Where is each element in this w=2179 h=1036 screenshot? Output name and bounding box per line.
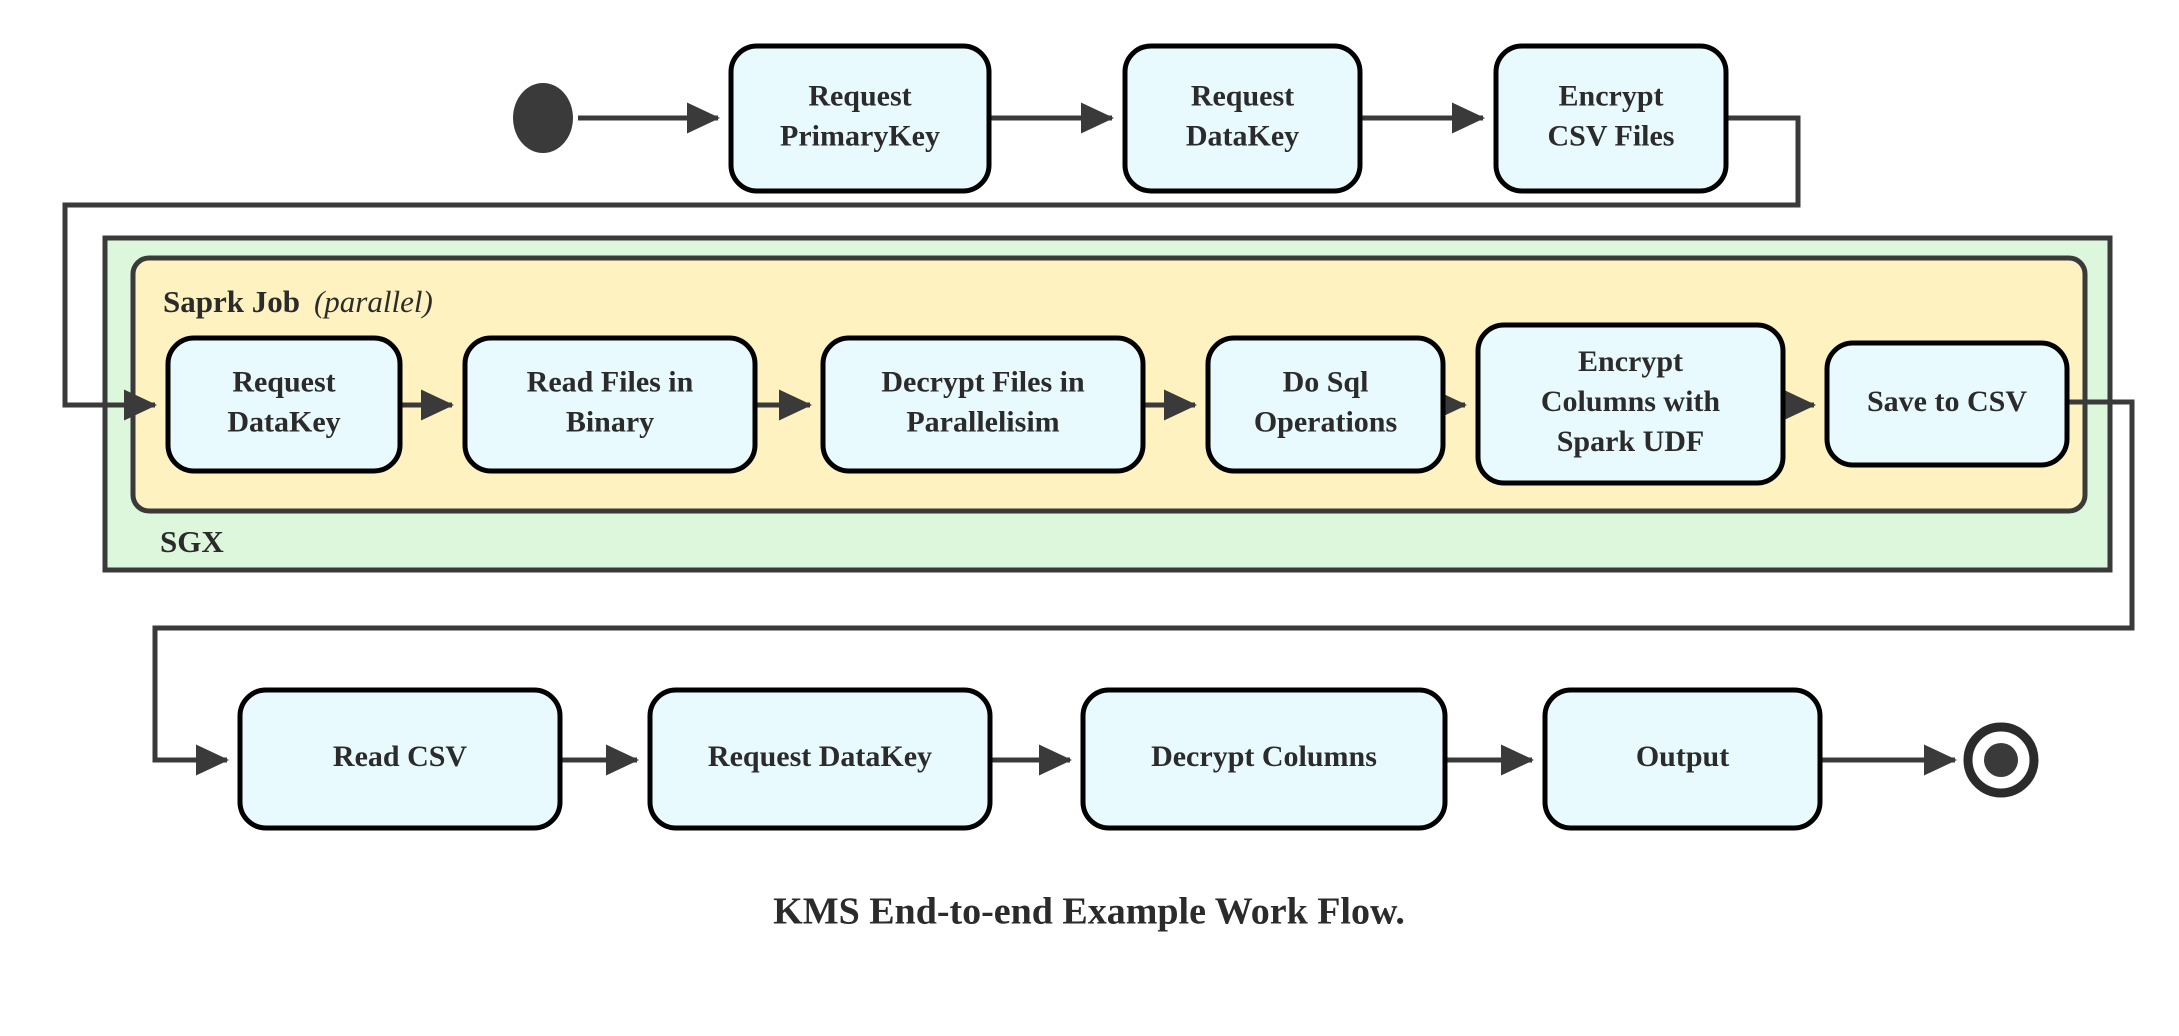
node-decrypt-columns-box[interactable] [1080, 687, 1448, 831]
node-do-sql-operations-box[interactable] [1205, 335, 1446, 474]
start-node [513, 83, 573, 153]
node-read-files-in-binary-box[interactable] [462, 335, 758, 474]
end-node-dot [1984, 743, 2018, 777]
edge-save-csv-to-read-csv [152, 399, 2135, 776]
diagram-caption: KMS End-to-end Example Work Flow. [773, 891, 1405, 933]
node-request-datakey-top-box[interactable] [1122, 43, 1363, 194]
node-read-csv[interactable]: Read CSV [237, 687, 563, 831]
end-node [1963, 722, 2039, 798]
node-encrypt-columns-with-spark-udf-box[interactable] [1475, 322, 1786, 486]
container-sgx-label: SGX [160, 524, 224, 559]
node-output[interactable]: Output [1542, 687, 1823, 831]
node-decrypt-files-in-parallelisim-box[interactable] [820, 335, 1146, 474]
node-decrypt-columns[interactable]: Decrypt Columns [1080, 687, 1448, 831]
node-request-datakey-bottom-box[interactable] [647, 687, 993, 831]
node-save-to-csv[interactable]: Save to CSV [1824, 340, 2070, 468]
node-save-to-csv-label: Save to CSV [1867, 385, 2027, 418]
node-output-label: Output [1636, 740, 1729, 773]
node-request-primarykey-box[interactable] [728, 43, 992, 194]
node-output-box[interactable] [1542, 687, 1823, 831]
node-request-datakey-bottom-label: Request DataKey [708, 740, 932, 773]
terminals-layer [513, 83, 2039, 798]
edges-layer [62, 102, 2135, 776]
node-read-csv-box[interactable] [237, 687, 563, 831]
end-node-ring [1963, 722, 2039, 798]
node-request-datakey-bottom[interactable]: Request DataKey [647, 687, 993, 831]
node-request-datakey-spark-box[interactable] [165, 335, 403, 474]
node-read-csv-label: Read CSV [333, 740, 468, 773]
node-save-to-csv-box[interactable] [1824, 340, 2070, 468]
node-decrypt-columns-label: Decrypt Columns [1151, 740, 1377, 773]
edge-encrypt-csv-to-spark-request-datakey [62, 115, 1801, 421]
node-encrypt-csv-files-box[interactable] [1493, 43, 1729, 194]
container-spark-job-label: Saprk Job(parallel) [163, 284, 433, 319]
